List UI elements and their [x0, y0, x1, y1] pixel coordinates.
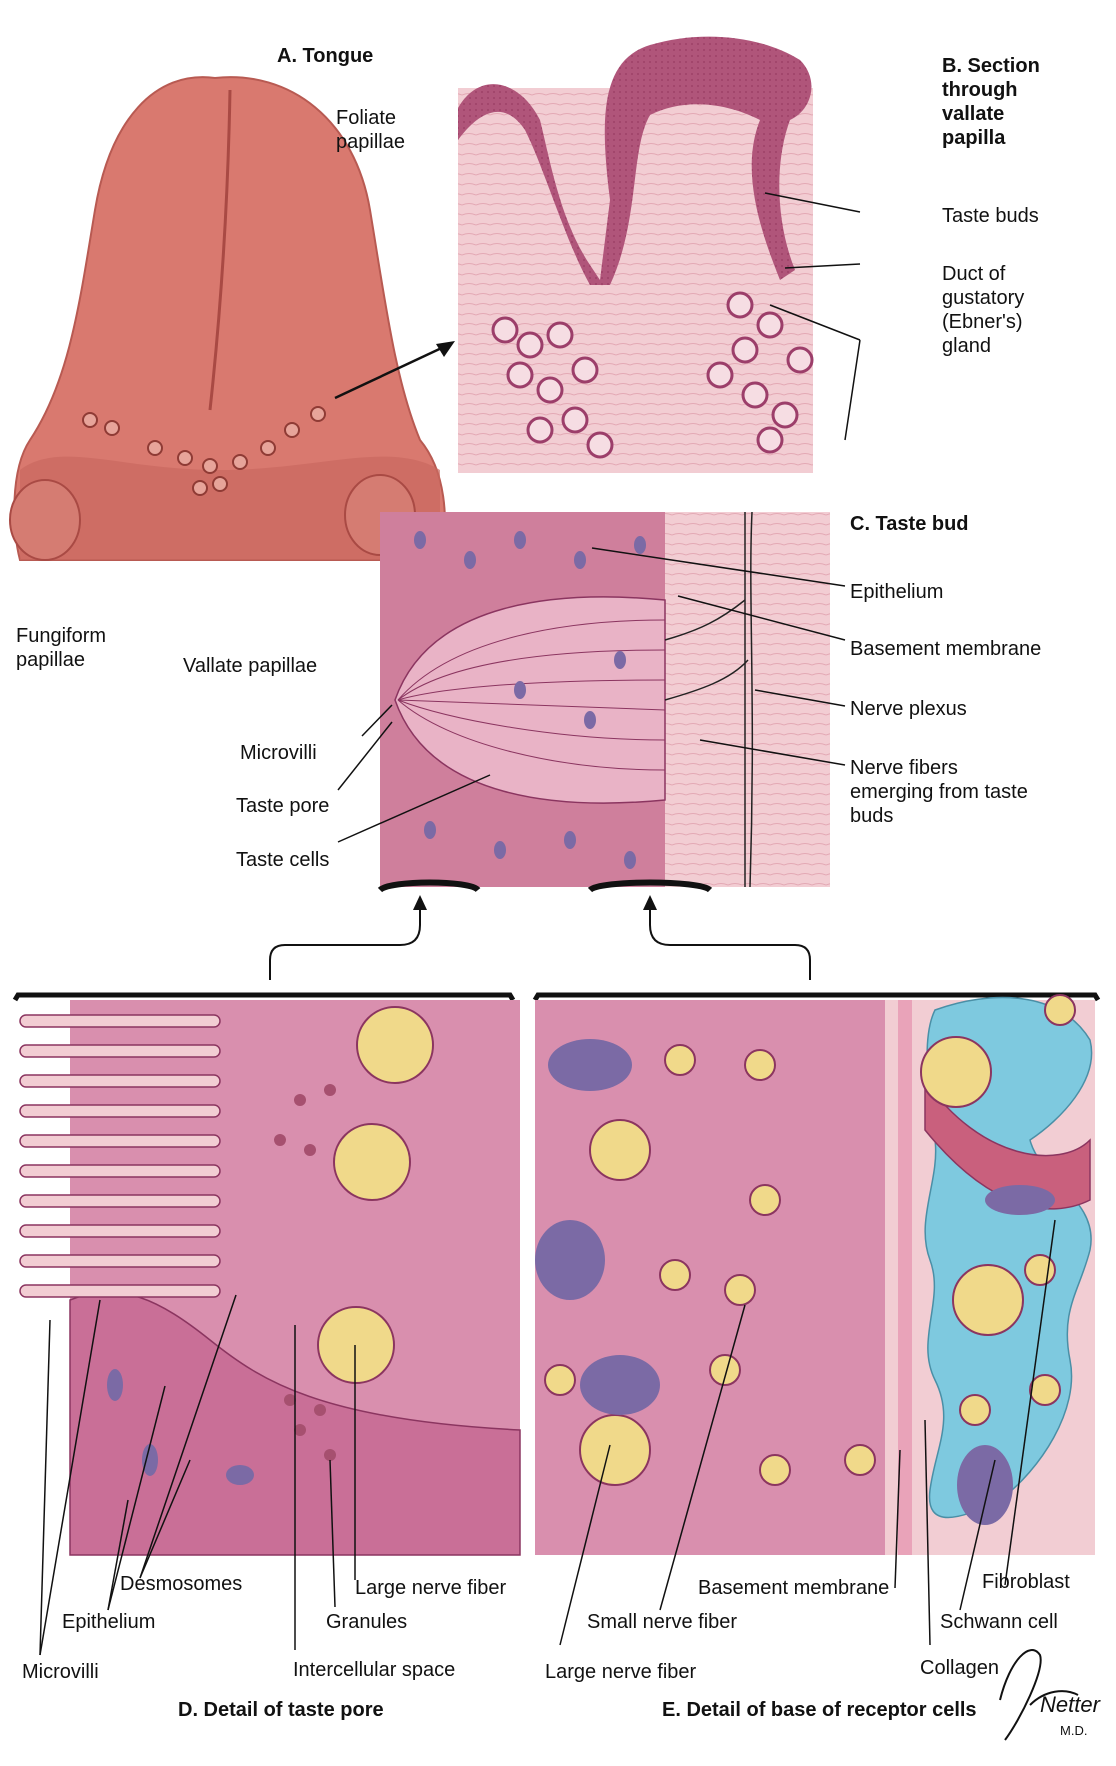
label-basement-membrane-c: Basement membrane: [850, 638, 1042, 660]
label-nerve-fibers: Nerve fibers emerging from taste buds: [850, 757, 1028, 827]
label-fungiform-papillae: Fungiform papillae: [16, 625, 107, 671]
label-taste-cells: Taste cells: [236, 849, 330, 871]
section-panel: [458, 36, 861, 473]
label-vallate-papillae: Vallate papillae: [183, 655, 318, 677]
title-taste-bud: C. Taste bud: [850, 513, 969, 535]
label-epithelium-c: Epithelium: [850, 581, 944, 603]
label-microvilli-c: Microvilli: [240, 742, 317, 764]
label-epithelium-d: Epithelium: [62, 1611, 156, 1633]
median-sulcus: [208, 89, 232, 411]
receptor-base-panel: [535, 994, 1095, 1646]
label-fibroblast: Fibroblast: [982, 1571, 1070, 1593]
label-basement-membrane-e: Basement membrane: [698, 1577, 890, 1599]
taste-bud-panel: [269, 511, 846, 980]
taste-pore-panel: [19, 1000, 521, 1656]
microvilli-strands: [19, 1014, 221, 1298]
vallate-papillae-dots: [82, 406, 326, 496]
label-schwann-cell: Schwann cell: [940, 1611, 1058, 1633]
label-microvilli-d: Microvilli: [22, 1661, 99, 1683]
nerve-fibers-d: [317, 1006, 434, 1384]
label-large-nerve-fiber-d: Large nerve fiber: [355, 1577, 507, 1599]
label-desmosomes: Desmosomes: [120, 1573, 243, 1595]
label-gustatory-duct: Duct of gustatory (Ebner's) gland: [942, 263, 1025, 357]
svg-text:Netter: Netter: [1040, 1692, 1102, 1717]
label-small-nerve-fiber: Small nerve fiber: [587, 1611, 738, 1633]
label-collagen: Collagen: [920, 1657, 999, 1679]
nerve-plexus-lines: [664, 511, 754, 888]
label-taste-buds: Taste buds: [942, 205, 1039, 227]
label-nerve-plexus: Nerve plexus: [850, 698, 967, 720]
label-foliate-papillae: Foliate papillae: [336, 107, 405, 153]
nerve-fibers-e: [544, 994, 1076, 1486]
svg-text:M.D.: M.D.: [1060, 1723, 1087, 1738]
label-granules: Granules: [326, 1611, 408, 1633]
tongue-root: [20, 456, 440, 560]
nuclei: [414, 531, 646, 869]
tongue-panel: [9, 76, 455, 561]
label-taste-pore: Taste pore: [236, 795, 330, 817]
gland-acini: [491, 291, 814, 459]
label-large-nerve-fiber-e: Large nerve fiber: [545, 1661, 697, 1683]
artist-signature: Netter M.D.: [999, 1649, 1102, 1741]
title-taste-pore: D. Detail of taste pore: [178, 1699, 384, 1721]
title-vallate-section: B. Section through vallate papilla: [942, 55, 1040, 149]
label-intercellular-space: Intercellular space: [293, 1659, 456, 1681]
title-receptor-base: E. Detail of base of receptor cells: [662, 1699, 977, 1721]
tonsil-left: [9, 479, 81, 561]
title-tongue: A. Tongue: [277, 45, 374, 67]
